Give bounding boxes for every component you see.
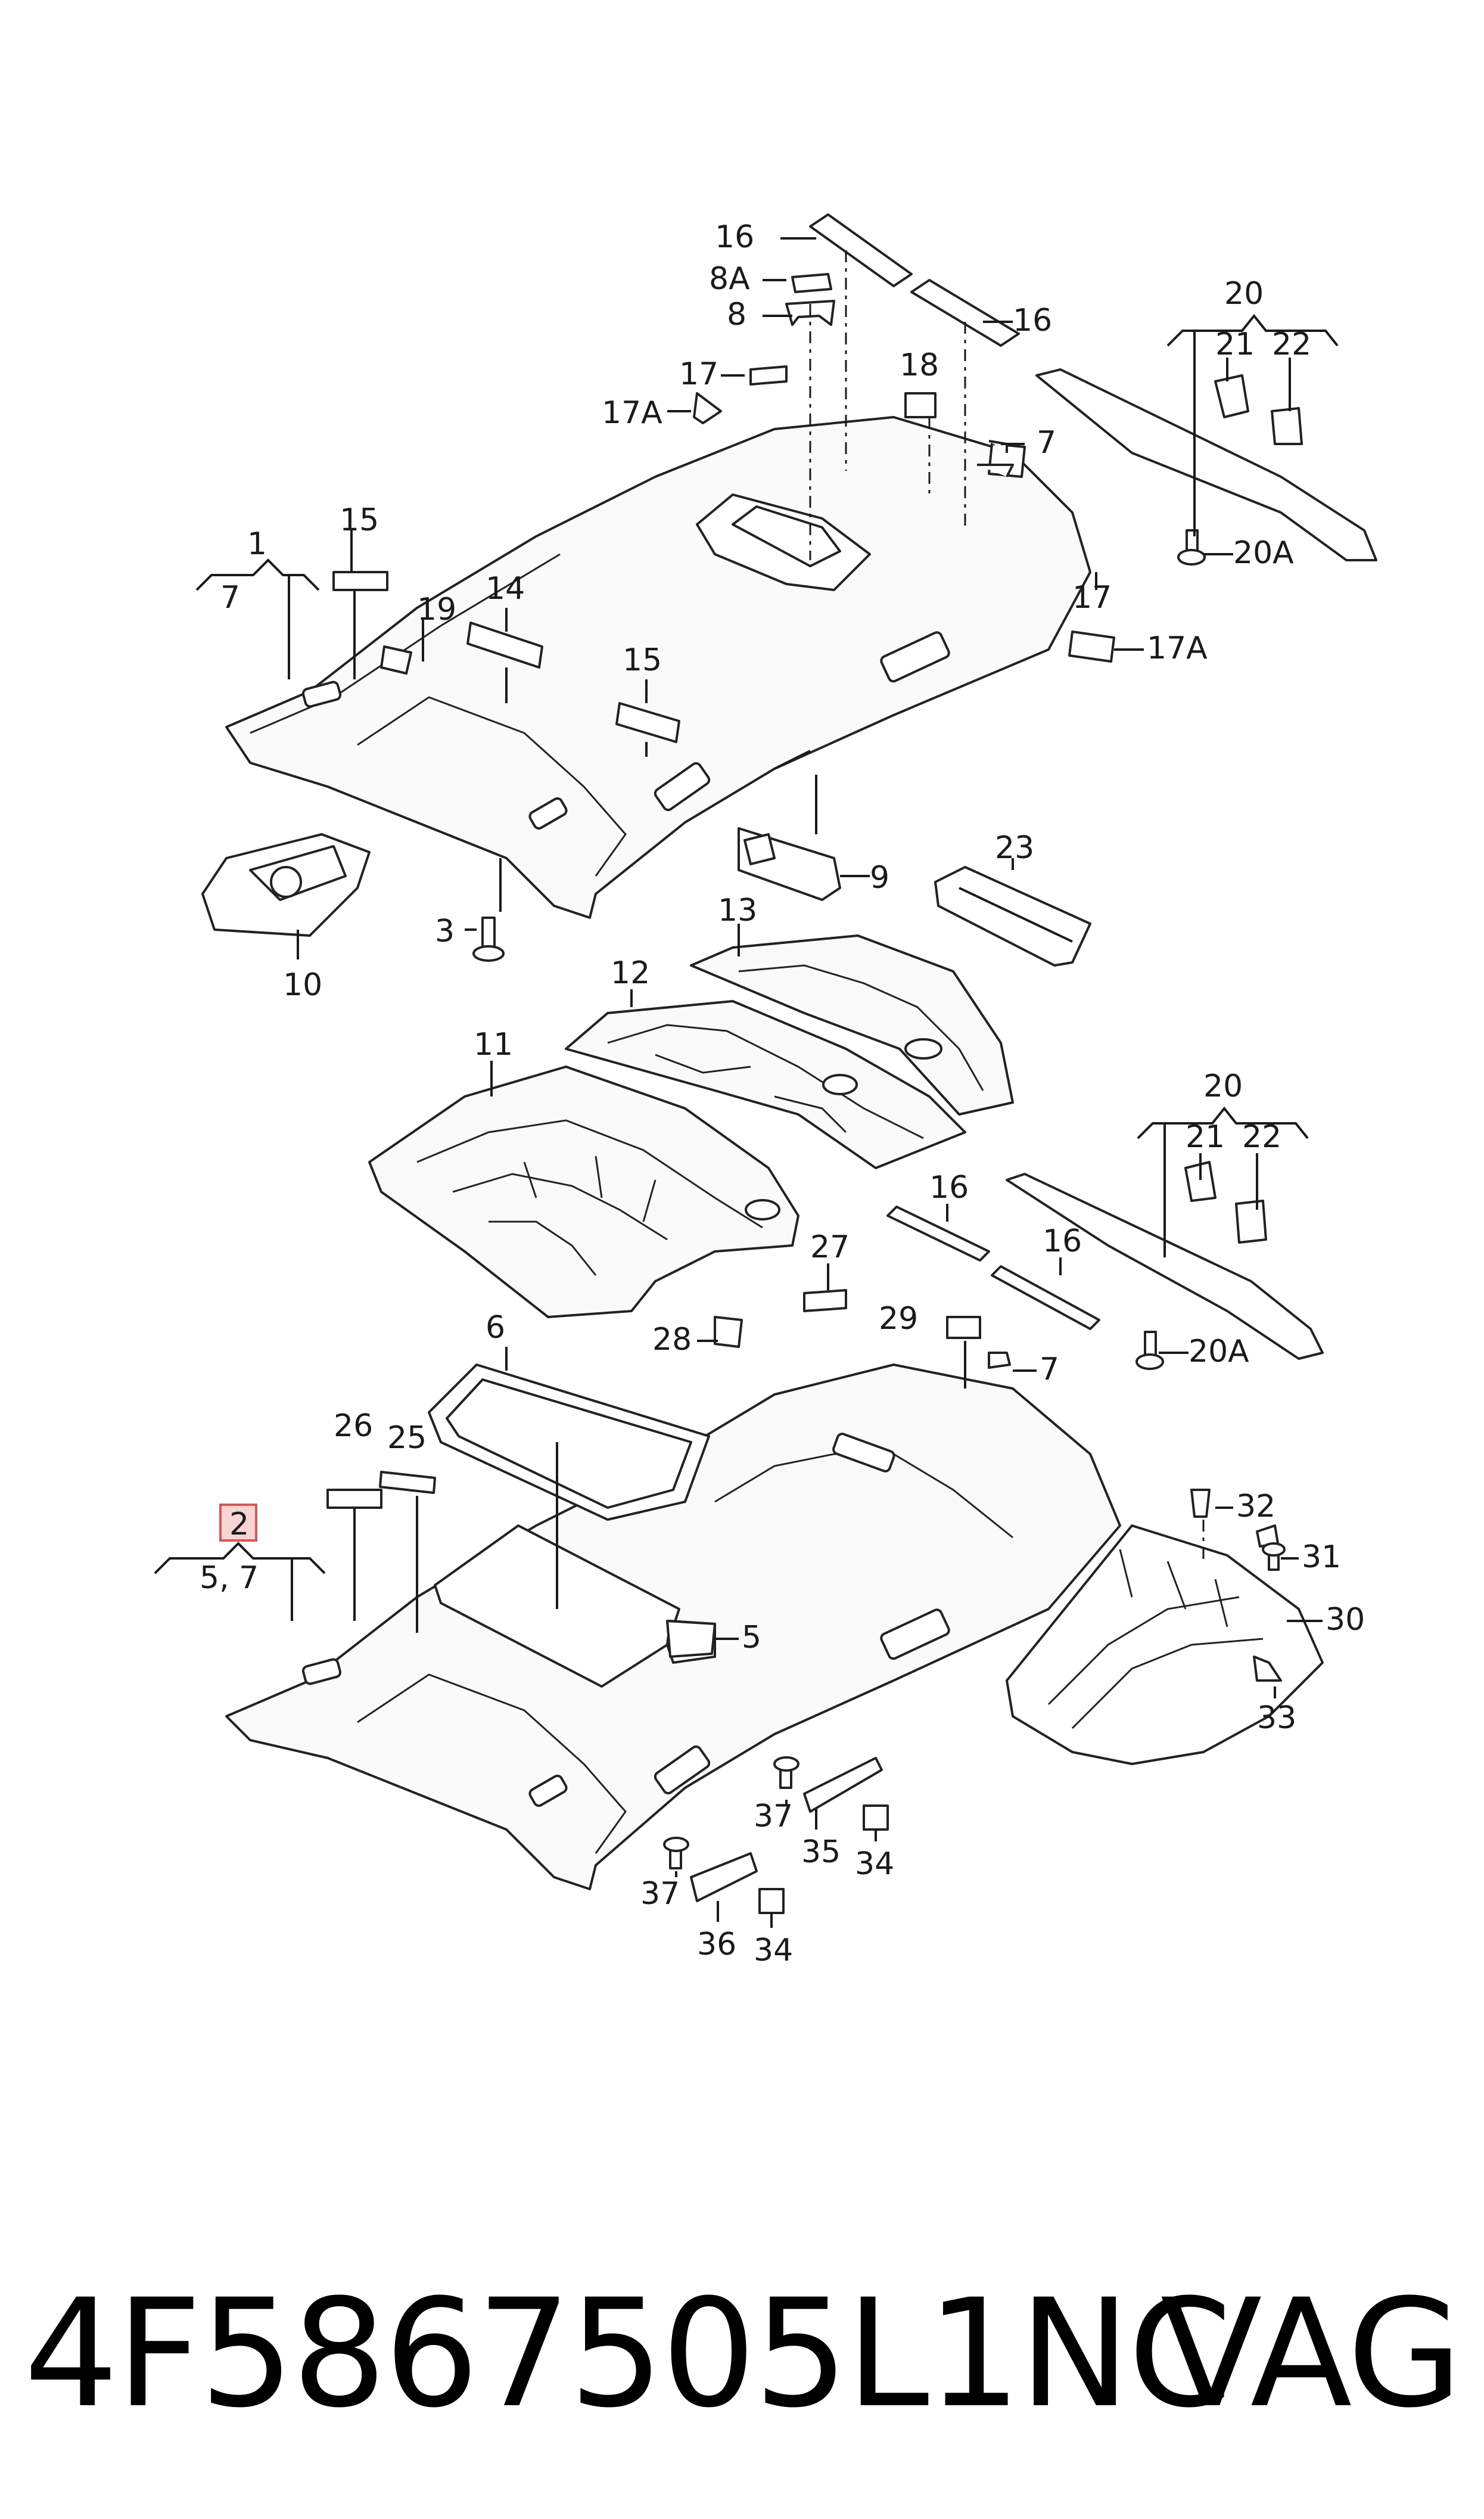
- highlight-box-2: [219, 1504, 257, 1542]
- callout-28: 28: [652, 1322, 692, 1358]
- callout-32: 32: [1236, 1489, 1275, 1524]
- part-20-lower-rail: [1006, 1161, 1324, 1370]
- part-3-screw: [472, 917, 505, 962]
- callout-17: 17: [679, 356, 718, 392]
- callout-20: 20: [1203, 1069, 1243, 1104]
- callout-22: 22: [1242, 1119, 1281, 1155]
- callout-34: 34: [855, 1846, 894, 1882]
- callout-21: 21: [1186, 1119, 1225, 1155]
- callout-13: 13: [718, 893, 757, 928]
- leader-lines: [154, 237, 1339, 1928]
- callout-16: 16: [1043, 1223, 1082, 1259]
- callout-21: 21: [1215, 327, 1255, 362]
- callout-7: 7: [1037, 425, 1056, 461]
- panel-13: [690, 934, 1014, 1116]
- callout-33: 33: [1257, 1700, 1296, 1736]
- callout-16: 16: [1013, 303, 1052, 338]
- upper-dashes: [809, 250, 966, 560]
- callout-16: 16: [715, 219, 754, 255]
- callout-35: 35: [801, 1834, 841, 1870]
- callout-5-7: 5, 7: [200, 1560, 259, 1596]
- part-9-grab-handle: [738, 827, 841, 901]
- callout-20a: 20A: [1189, 1334, 1249, 1369]
- callout-29: 29: [879, 1301, 918, 1337]
- callout-27: 27: [810, 1229, 850, 1265]
- callout-7: 7: [220, 580, 240, 616]
- part-30-frame: [1006, 1489, 1324, 1765]
- callout-labels: 16 8A 8 16 17 17A 18 7 20 21 22 20A 1 7 …: [200, 219, 1365, 1968]
- panel-12: [565, 1000, 966, 1169]
- panel-11: [368, 1066, 799, 1318]
- callout-18: 18: [900, 347, 939, 383]
- callout-16: 16: [929, 1170, 969, 1206]
- callout-15: 15: [623, 642, 662, 678]
- small-fasteners: [663, 1542, 1286, 1914]
- callout-37: 37: [640, 1876, 680, 1912]
- callout-23: 23: [995, 830, 1034, 866]
- callout-14: 14: [486, 571, 525, 607]
- callout-20a: 20A: [1233, 535, 1294, 571]
- callout-17a: 17A: [1147, 630, 1208, 666]
- callout-9: 9: [870, 860, 889, 896]
- part-28-pad: [714, 1316, 743, 1348]
- callout-19: 19: [417, 592, 456, 628]
- callout-15: 15: [340, 502, 379, 538]
- callout-36: 36: [697, 1927, 736, 1962]
- upper-headliner: [225, 416, 1091, 919]
- brand-label: VAG: [1160, 2267, 1463, 2440]
- callout-6: 6: [486, 1310, 505, 1346]
- callout-31: 31: [1302, 1539, 1341, 1575]
- part-10-overhead-console: [201, 833, 371, 937]
- callout-5: 5: [742, 1620, 761, 1655]
- footer: 4F5867505L1NC VAG: [0, 2265, 1484, 2443]
- callout-30: 30: [1326, 1602, 1365, 1638]
- callout-17a: 17A: [602, 395, 662, 431]
- part-5-clip: [666, 1620, 716, 1658]
- callout-3: 3: [435, 914, 455, 949]
- callout-7: 7: [1040, 1352, 1059, 1387]
- callout-8a: 8A: [709, 261, 750, 297]
- part-6-sunroof-seal: [428, 1363, 710, 1521]
- callout-1: 1: [247, 526, 267, 562]
- part-number: 4F5867505L1NC: [24, 2267, 1232, 2440]
- callout-34: 34: [754, 1933, 793, 1968]
- callout-20: 20: [1224, 276, 1264, 312]
- callout-11: 11: [474, 1027, 513, 1063]
- callout-25: 25: [387, 1420, 427, 1456]
- callout-22: 22: [1272, 327, 1311, 362]
- callout-17: 17: [1072, 580, 1112, 616]
- callout-2: 2: [229, 1507, 249, 1542]
- callout-10: 10: [283, 967, 322, 1003]
- callout-26: 26: [334, 1408, 373, 1444]
- part-16-middle-pads: [886, 1206, 1100, 1330]
- part-20-upper-rail: [1035, 368, 1377, 566]
- callout-37: 37: [754, 1799, 793, 1834]
- callout-12: 12: [611, 955, 650, 991]
- part-23-light: [934, 866, 1091, 967]
- callout-8: 8: [727, 297, 746, 333]
- upper-pads: [332, 213, 1115, 743]
